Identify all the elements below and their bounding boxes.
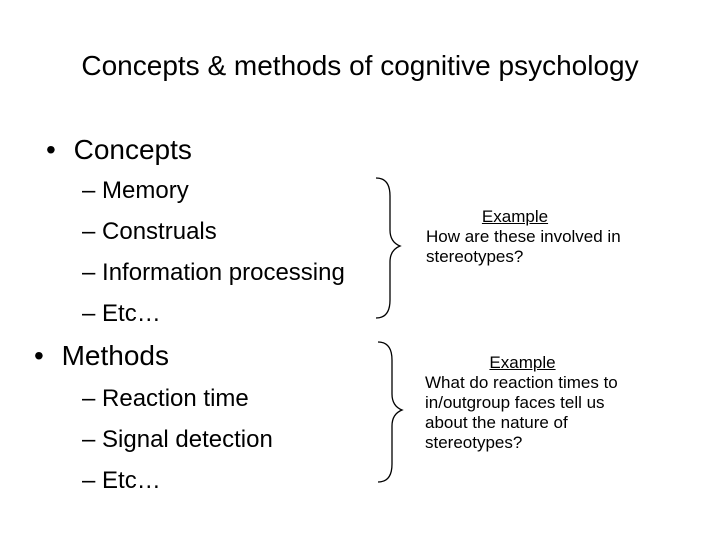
brace-methods [377, 341, 404, 483]
dash: – [82, 300, 96, 327]
sub-item-construals: – Construals [82, 218, 217, 246]
sub-item-etc: – Etc… [82, 467, 161, 495]
dash: – [82, 385, 96, 412]
example-text-line: stereotypes? [425, 433, 523, 452]
sub-item-memory: – Memory [82, 177, 189, 205]
sub-item-label: Signal detection [102, 426, 273, 453]
example-box-methods: Example What do reaction times to in/out… [425, 353, 675, 453]
example-text-line: in/outgroup faces tell us [425, 393, 605, 412]
dash: – [82, 467, 96, 494]
example-text-line: What do reaction times to [425, 373, 618, 392]
dash: – [82, 177, 96, 204]
sub-item-label: Memory [102, 177, 189, 204]
dash: – [82, 218, 96, 245]
sub-item-label: Reaction time [102, 385, 249, 412]
sub-item-label: Etc… [102, 467, 161, 494]
bullet-methods-label: Methods [61, 340, 169, 371]
example-heading: Example [489, 353, 556, 372]
example-text-line: stereotypes? [426, 247, 524, 266]
sub-item-label: Construals [102, 218, 217, 245]
example-text-line: about the nature of [425, 413, 568, 432]
bullet-dot: • [46, 134, 56, 165]
sub-item-label: Etc… [102, 300, 161, 327]
brace-concepts [375, 177, 402, 319]
sub-item-etc: – Etc… [82, 300, 161, 328]
bullet-concepts: • Concepts [46, 134, 192, 166]
example-box-concepts: Example How are these involved in stereo… [426, 207, 666, 267]
sub-item-information-processing: – Information processing [82, 259, 345, 287]
bullet-concepts-label: Concepts [73, 134, 192, 165]
slide-title: Concepts & methods of cognitive psycholo… [81, 50, 639, 81]
sub-item-label: Information processing [102, 259, 345, 286]
bullet-dot: • [34, 340, 44, 371]
bullet-methods: • Methods [34, 340, 169, 372]
dash: – [82, 426, 96, 453]
dash: – [82, 259, 96, 286]
sub-item-signal-detection: – Signal detection [82, 426, 273, 454]
example-text-line: How are these involved in [426, 227, 621, 246]
sub-item-reaction-time: – Reaction time [82, 385, 249, 413]
example-heading: Example [481, 207, 549, 226]
